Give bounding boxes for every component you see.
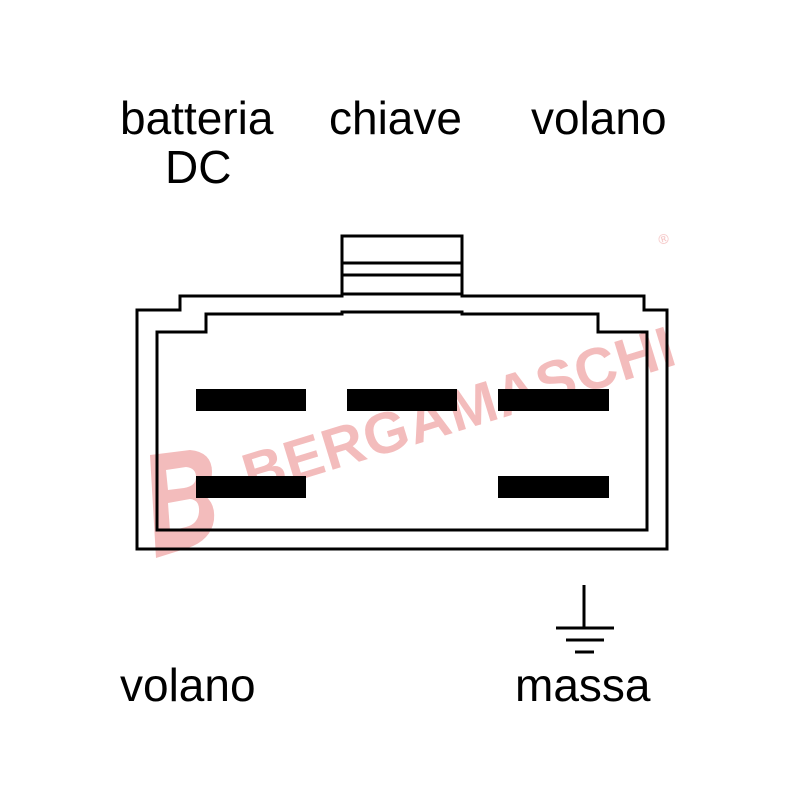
label-dc: DC — [165, 141, 231, 193]
pin-batteria-dc — [196, 389, 306, 411]
connector-inner-housing — [155, 310, 649, 532]
connector-body — [135, 234, 669, 551]
connector-top-tab — [340, 234, 464, 296]
ground-symbol-icon — [556, 585, 614, 654]
label-volano-top: volano — [531, 92, 667, 144]
pin-massa — [498, 476, 609, 498]
label-massa: massa — [515, 659, 651, 711]
connector-pins — [196, 389, 609, 498]
pin-volano-top — [498, 389, 609, 411]
connector-outer-housing — [135, 292, 669, 551]
watermark-registered: ® — [656, 229, 671, 248]
pin-chiave — [347, 389, 457, 411]
label-batteria: batteria — [120, 92, 274, 144]
label-volano-bottom: volano — [120, 659, 256, 711]
label-chiave: chiave — [329, 92, 462, 144]
pin-volano-bottom — [196, 476, 306, 498]
watermark-logo-icon — [150, 450, 215, 558]
